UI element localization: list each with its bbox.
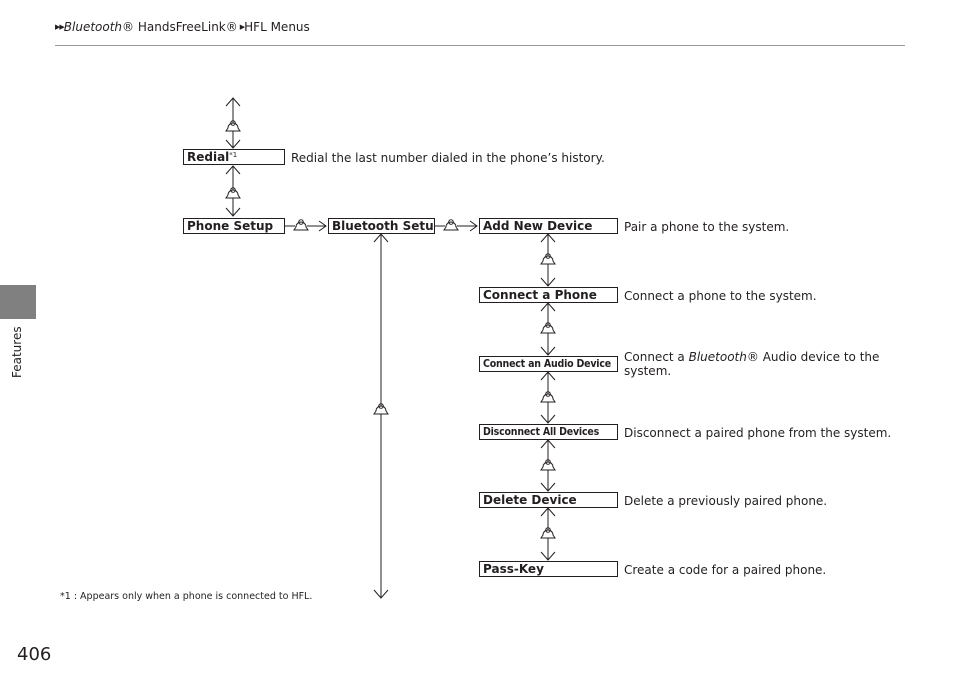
add-new-device-description: Pair a phone to the system. <box>624 220 790 234</box>
redial-description: Redial the last number dialed in the pho… <box>291 151 605 165</box>
section-tab-marker <box>0 285 36 319</box>
menu-delete-device-label: Delete Device <box>483 493 577 507</box>
menu-redial-label: Redial <box>187 150 230 164</box>
pass-key-description: Create a code for a paired phone. <box>624 563 827 577</box>
menu-connect-phone-label: Connect a Phone <box>483 288 597 302</box>
menu-delete-device[interactable]: Delete Device <box>479 492 618 508</box>
connect-audio-desc-part: ® Audio device to the system. <box>624 350 880 378</box>
menu-phone-setup-label: Phone Setup <box>187 219 274 233</box>
connect-phone-description: Connect a phone to the system. <box>624 289 817 303</box>
menu-redial[interactable]: Redial*1 <box>183 149 285 165</box>
bluetooth-setup-to-add-device-connector <box>434 220 478 232</box>
menu-add-new-device[interactable]: Add New Device <box>479 218 618 234</box>
menu-phone-setup[interactable]: Phone Setup <box>183 218 285 234</box>
menu-connect-audio-device[interactable]: Connect an Audio Device <box>479 356 618 372</box>
menu-disconnect-all-devices-label: Disconnect All Devices <box>483 426 600 438</box>
menu-connect-audio-device-label: Connect an Audio Device <box>483 358 611 370</box>
page-number: 406 <box>17 644 52 665</box>
phone-setup-to-bluetooth-setup-connector <box>283 220 327 232</box>
disconnect-all-devices-description: Disconnect a paired phone from the syste… <box>624 426 892 440</box>
footnote: *1 : Appears only when a phone is connec… <box>60 591 313 602</box>
breadcrumb-item-bluetooth-suffix[interactable]: ® HandsFreeLink® <box>122 20 238 34</box>
footnote-mark: *1 <box>229 151 238 159</box>
menu-bluetooth-setup-label: Bluetooth Setup <box>332 219 435 233</box>
connect-audio-desc-part: Connect a <box>624 350 689 364</box>
delete-device-description: Delete a previously paired phone. <box>624 494 828 508</box>
menu-bluetooth-setup[interactable]: Bluetooth Setup <box>328 218 435 234</box>
breadcrumb-item-hfl-menus[interactable]: HFL Menus <box>244 20 310 34</box>
connect-audio-device-description: Connect a Bluetooth® Audio device to the… <box>624 350 894 378</box>
selector-knob-icon <box>293 219 309 231</box>
menu-add-new-device-label: Add New Device <box>483 219 593 233</box>
menu-pass-key[interactable]: Pass-Key <box>479 561 618 577</box>
connect-audio-desc-italic: Bluetooth <box>688 350 747 364</box>
bluetooth-setup-scroll-connector <box>373 233 389 599</box>
selector-knob-icon <box>443 219 459 231</box>
menu-connect-phone[interactable]: Connect a Phone <box>479 287 618 303</box>
menu-pass-key-label: Pass-Key <box>483 562 544 576</box>
breadcrumb-arrow-icon: ▶ <box>239 23 245 31</box>
breadcrumb-item-bluetooth[interactable]: Bluetooth <box>63 20 123 34</box>
breadcrumb-arrow-icon: ▶▶ <box>55 23 65 31</box>
breadcrumb: ▶▶Bluetooth® HandsFreeLink®▶HFL Menus <box>55 20 310 34</box>
header-divider <box>55 45 905 46</box>
menu-disconnect-all-devices[interactable]: Disconnect All Devices <box>479 424 618 440</box>
